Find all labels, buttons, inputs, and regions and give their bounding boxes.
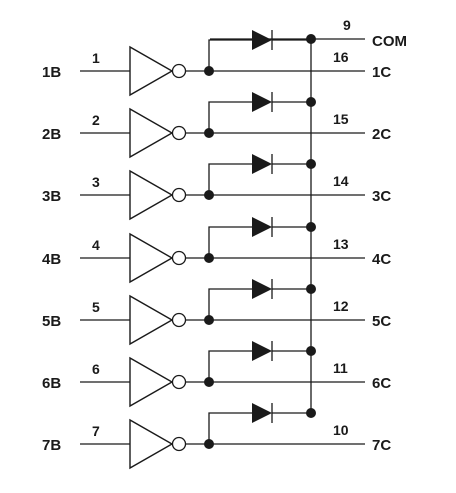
diode-anode-triangle <box>252 403 272 423</box>
input-label: 6B <box>42 375 61 392</box>
input-label: 2B <box>42 126 61 143</box>
input-pin-number: 4 <box>92 237 100 253</box>
bus-junction-dot <box>306 222 316 232</box>
inverter-gate <box>129 418 174 470</box>
output-label: 4C <box>372 251 391 268</box>
input-pin-number: 5 <box>92 299 100 315</box>
bus-junction-dot <box>306 97 316 107</box>
diode-anode-triangle <box>252 30 272 50</box>
diode-branch-wire <box>208 288 252 320</box>
output-pin-number: 14 <box>333 173 349 189</box>
bus-junction-dot <box>306 284 316 294</box>
diode-anode-triangle <box>252 217 272 237</box>
output-label: 3C <box>372 188 391 205</box>
diode-anode-triangle <box>252 92 272 112</box>
diode-branch-wire <box>208 412 252 444</box>
diode-branch-wire <box>208 350 252 382</box>
com-pin-number: 9 <box>343 17 351 33</box>
input-label: 4B <box>42 251 61 268</box>
channel-3: 3B 3 14 3C <box>42 154 391 221</box>
channel-2: 2B 2 15 2C <box>42 92 391 159</box>
diode-branch-wire <box>208 101 252 133</box>
input-pin-number: 7 <box>92 423 100 439</box>
input-label: 7B <box>42 437 61 454</box>
diode-anode-triangle <box>252 341 272 361</box>
inverter-bubble <box>171 312 187 328</box>
inverter-gate <box>129 107 174 159</box>
output-pin-number: 15 <box>333 111 349 127</box>
input-pin-number: 3 <box>92 174 100 190</box>
output-label: 5C <box>372 313 391 330</box>
diode-branch-wire <box>208 39 252 71</box>
diode-anode-triangle <box>252 154 272 174</box>
diode-branch-wire <box>208 226 252 258</box>
output-label: 7C <box>372 437 391 454</box>
channel-5: 5B 5 12 5C <box>42 279 391 346</box>
inverter-bubble <box>171 125 187 141</box>
output-label: 1C <box>372 64 391 81</box>
channel-1: 1B 1 16 1C <box>42 30 391 97</box>
com-label: COM <box>372 33 407 50</box>
diode-branch-wire <box>208 163 252 195</box>
inverter-gate <box>129 45 174 97</box>
inverter-bubble <box>171 187 187 203</box>
channel-6: 6B 6 11 6C <box>42 341 391 408</box>
input-label: 1B <box>42 64 61 81</box>
input-label: 5B <box>42 313 61 330</box>
inverter-gate <box>129 294 174 346</box>
inverter-bubble <box>171 250 187 266</box>
inverter-gate <box>129 232 174 284</box>
output-pin-number: 16 <box>333 49 349 65</box>
inverter-bubble <box>171 63 187 79</box>
inverter-bubble <box>171 374 187 390</box>
output-pin-number: 10 <box>333 422 349 438</box>
input-pin-number: 6 <box>92 361 100 377</box>
input-pin-number: 2 <box>92 112 100 128</box>
diode-anode-triangle <box>252 279 272 299</box>
bus-junction-dot <box>306 408 316 418</box>
output-pin-number: 13 <box>333 236 349 252</box>
output-label: 6C <box>372 375 391 392</box>
input-label: 3B <box>42 188 61 205</box>
channel-4: 4B 4 13 4C <box>42 217 391 284</box>
output-pin-number: 12 <box>333 298 349 314</box>
output-pin-number: 11 <box>333 360 348 376</box>
input-pin-number: 1 <box>92 50 100 66</box>
inverter-gate <box>129 169 174 221</box>
inverter-bubble <box>171 436 187 452</box>
channel-7: 7B 7 10 7C <box>42 403 391 470</box>
inverter-gate <box>129 356 174 408</box>
channels-group: 1B 1 16 1C 2B 2 15 2C 3B 3 14 3C 4B 4 13 4C 5B 5 12 5C 6B 6 11… <box>42 30 391 470</box>
bus-junction-dot <box>306 159 316 169</box>
output-label: 2C <box>372 126 391 143</box>
bus-junction-dot <box>306 346 316 356</box>
com-header: 9 COM <box>210 17 407 50</box>
